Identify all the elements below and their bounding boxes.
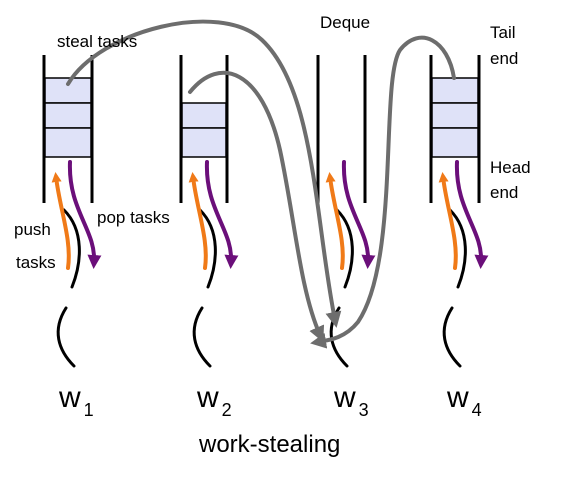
- task-slot: [44, 127, 92, 158]
- thread-w4-upper: [448, 208, 467, 289]
- head-label: Head: [490, 158, 531, 177]
- thread-w2-upper: [198, 208, 217, 289]
- steal-tasks-label: steal tasks: [57, 32, 137, 51]
- deque-w1: [42, 55, 94, 203]
- tail-label: Tail: [490, 23, 516, 42]
- pop-arrow-w1: [67, 160, 102, 269]
- worker-letter: w: [333, 381, 356, 414]
- worker-index: 3: [359, 400, 369, 420]
- push-arrow-w3: [325, 172, 345, 270]
- pop-arrow-w4: [454, 160, 489, 269]
- thread-w1-upper: [62, 208, 81, 289]
- pop-arrow-w3: [341, 160, 376, 269]
- worker-index: 1: [84, 400, 94, 420]
- deque-w3: [316, 55, 367, 203]
- head-end-label: end: [490, 183, 518, 202]
- steal-arrow-from-w4: [310, 35, 456, 349]
- task-slot: [181, 127, 227, 158]
- deque-label: Deque: [320, 13, 370, 32]
- pop-arrow-w2: [204, 160, 239, 269]
- push-arrows: [51, 172, 458, 270]
- push-arrow-w4: [438, 172, 458, 270]
- steal-arrows: [66, 19, 456, 349]
- worker-index: 4: [472, 400, 482, 420]
- push-arrow-w1: [51, 172, 71, 270]
- worker-letter: w: [196, 381, 219, 414]
- tail-end-label: end: [490, 49, 518, 68]
- push-arrow-w2: [188, 172, 208, 270]
- steal-arrow-from-w1: [66, 19, 342, 328]
- diagram-caption: work-stealing: [198, 431, 340, 458]
- worker-letter: w: [58, 381, 81, 414]
- thread-w2-lower: [192, 306, 212, 368]
- worker-letter: w: [446, 381, 469, 414]
- pop-tasks-label: pop tasks: [97, 208, 170, 227]
- task-slot: [181, 102, 227, 129]
- deque-w2: [179, 55, 229, 203]
- push-label: push: [14, 220, 51, 239]
- pop-arrows: [67, 160, 489, 269]
- steal-arrow-from-w2: [188, 70, 325, 343]
- worker-threads: [56, 208, 467, 368]
- task-slot: [431, 102, 479, 129]
- task-slot: [44, 102, 92, 129]
- task-slot: [431, 127, 479, 158]
- thread-w1-lower: [56, 306, 76, 368]
- worker-index: 2: [222, 400, 232, 420]
- thread-w4-lower: [442, 306, 462, 368]
- task-slot: [431, 77, 479, 104]
- thread-w3-upper: [335, 208, 354, 289]
- push-tasks-label: tasks: [16, 253, 56, 272]
